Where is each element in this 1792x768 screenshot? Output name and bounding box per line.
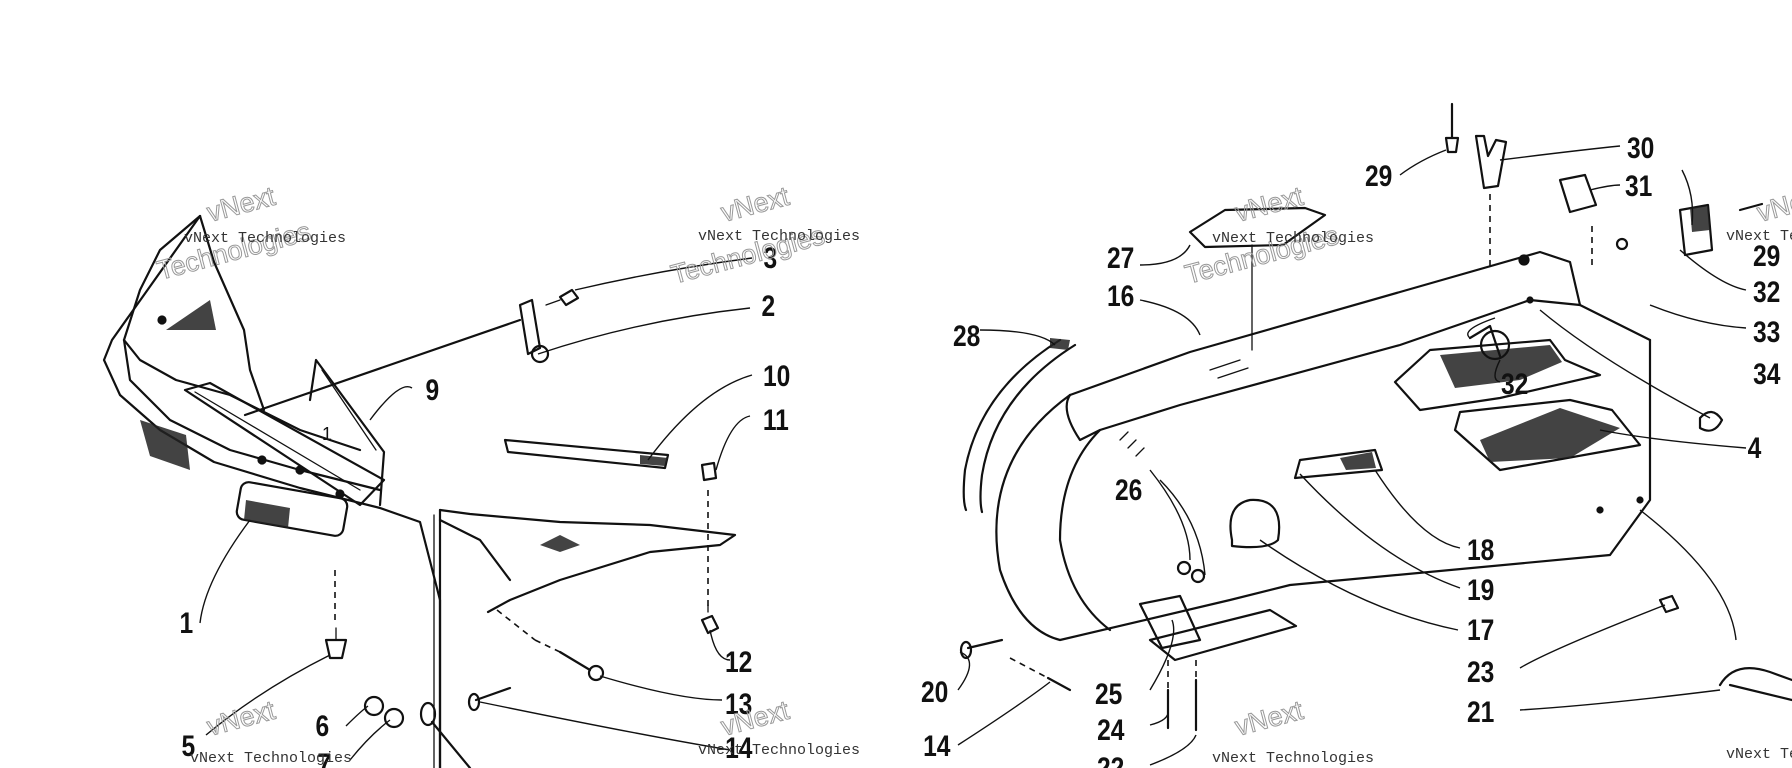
svg-text:vNext: vNext xyxy=(1232,181,1307,228)
left-assembly-drawing: 1 xyxy=(102,214,753,768)
svg-text:vNext Technologies: vNext Technologies xyxy=(1726,746,1792,763)
callout-31: 31 xyxy=(1625,169,1652,203)
svg-text:vNext Technologies: vNext Technologies xyxy=(190,750,352,767)
callout-21: 21 xyxy=(1467,695,1494,729)
svg-text:1: 1 xyxy=(322,424,332,444)
callout-1: 1 xyxy=(180,606,194,640)
svg-text:vNext Technologies: vNext Technologies xyxy=(698,228,860,245)
callout-19: 19 xyxy=(1467,573,1494,607)
callout-32-center: 32 xyxy=(1501,367,1528,401)
callout-24: 24 xyxy=(1097,713,1125,747)
callout-numbers: 1 2 3 4 5 6 7 9 10 11 12 13 14 14 16 17 … xyxy=(180,131,1782,768)
callout-23: 23 xyxy=(1467,655,1494,689)
callout-10: 10 xyxy=(763,359,790,393)
watermarks: vNext Technologies vNext Technologies vN… xyxy=(153,180,1792,767)
svg-text:vNext Technologies: vNext Technologies xyxy=(1212,750,1374,767)
callout-6: 6 xyxy=(316,709,330,743)
svg-text:vNext: vNext xyxy=(718,181,793,228)
callout-30: 30 xyxy=(1627,131,1654,165)
svg-text:vNext Technologies: vNext Technologies xyxy=(184,230,346,247)
watermark-3: vNext Technologies vNext Technologies xyxy=(1181,180,1374,290)
callout-20: 20 xyxy=(921,675,948,709)
svg-text:Technologies: Technologies xyxy=(154,216,314,286)
callout-5: 5 xyxy=(182,729,196,763)
callout-11: 11 xyxy=(763,403,789,437)
callout-16: 16 xyxy=(1107,279,1134,313)
callout-25: 25 xyxy=(1095,677,1122,711)
callout-17: 17 xyxy=(1467,613,1494,647)
watermark-6: vNext vNext Technologies xyxy=(698,694,860,759)
svg-text:vNext: vNext xyxy=(1754,181,1792,228)
svg-text:vNext Technologies: vNext Technologies xyxy=(698,742,860,759)
watermark-7: vNext vNext Technologies xyxy=(1212,694,1374,767)
callout-12: 12 xyxy=(725,645,752,679)
callout-32-right: 32 xyxy=(1753,275,1780,309)
callout-4: 4 xyxy=(1748,431,1762,465)
svg-text:vNext: vNext xyxy=(204,695,279,742)
callout-13: 13 xyxy=(725,687,752,721)
right-assembly-drawing xyxy=(957,102,1792,766)
callout-29-top: 29 xyxy=(1365,159,1392,193)
callout-2: 2 xyxy=(762,289,776,323)
watermark-4: vNext vNext Technologies xyxy=(1726,180,1792,245)
callout-27: 27 xyxy=(1107,241,1134,275)
callout-29-right: 29 xyxy=(1753,239,1780,273)
callout-26: 26 xyxy=(1115,473,1142,507)
callout-3: 3 xyxy=(764,241,778,275)
callout-33: 33 xyxy=(1753,315,1780,349)
callout-7: 7 xyxy=(318,747,332,768)
callout-9: 9 xyxy=(426,373,440,407)
svg-text:vNext Technologies: vNext Technologies xyxy=(1726,228,1792,245)
watermark-1: vNext Technologies vNext Technologies xyxy=(153,180,346,286)
svg-text:vNext Technologies: vNext Technologies xyxy=(1212,230,1374,247)
callout-28: 28 xyxy=(953,319,980,353)
callout-22: 22 xyxy=(1097,751,1124,768)
svg-text:vNext: vNext xyxy=(1232,695,1307,742)
callout-18: 18 xyxy=(1467,533,1494,567)
callout-14-left: 14 xyxy=(725,731,753,765)
watermark-8: vNext Technologies xyxy=(1726,746,1792,763)
callout-34: 34 xyxy=(1753,357,1781,391)
svg-text:vNext: vNext xyxy=(204,181,279,228)
callout-14-right: 14 xyxy=(923,729,951,763)
